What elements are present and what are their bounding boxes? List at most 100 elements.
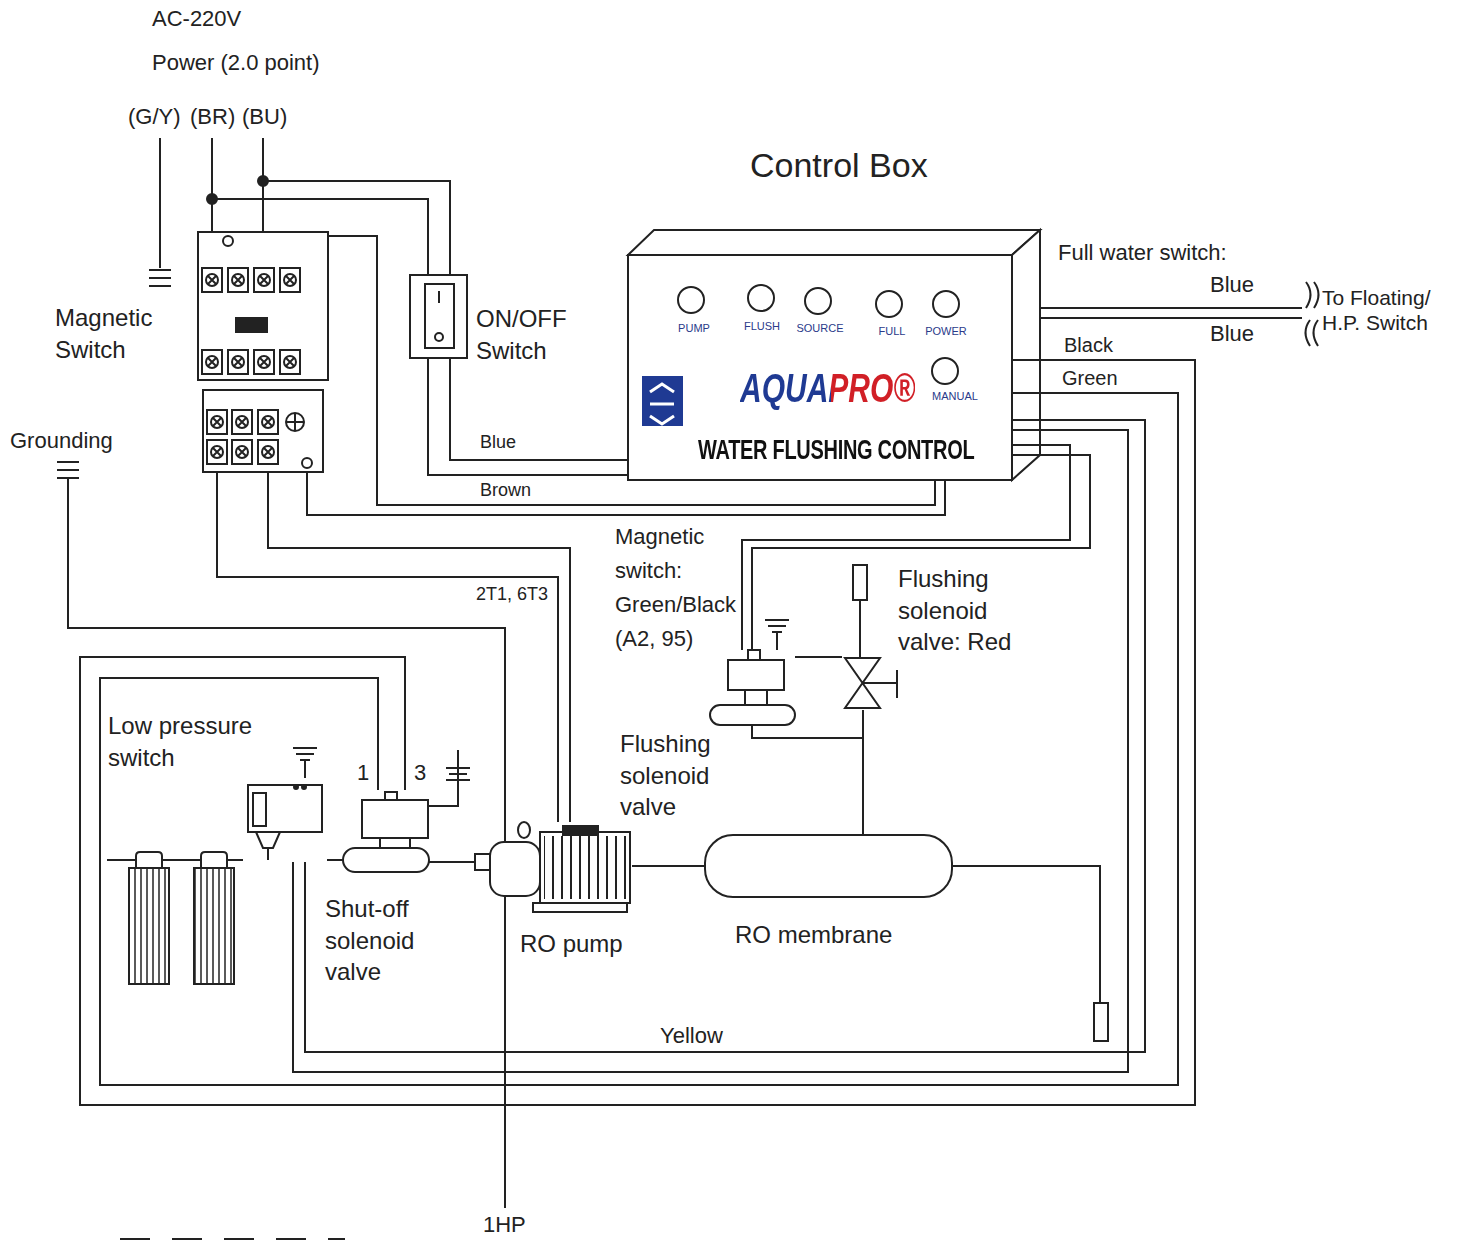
- full-water-switch-wires: [1025, 308, 1302, 318]
- control-box: [650, 384, 674, 424]
- grounding-wire: [68, 478, 505, 1208]
- ro-pump: [563, 826, 598, 835]
- magnetic-switch: [280, 350, 300, 374]
- wire: [212, 199, 428, 275]
- shut-off-valve: [385, 792, 397, 800]
- destination-label: To Floating/ H.P. Switch: [1322, 285, 1456, 335]
- wire-colour: Brown: [478, 481, 533, 501]
- supply-label: AC-220V: [152, 6, 241, 32]
- magnetic-switch: [286, 276, 294, 284]
- part-label: Flushing solenoid valve: Red: [898, 563, 1048, 658]
- low-pressure-switch: [302, 785, 306, 789]
- wire: [752, 455, 1090, 650]
- control-box: [628, 255, 1012, 480]
- high-pressure-switch: [952, 866, 1108, 1041]
- wire: [328, 236, 935, 505]
- magnetic-switch: [302, 458, 312, 468]
- button-label: FLUSH: [744, 320, 780, 333]
- low-pressure-switch: [248, 785, 322, 832]
- control-box: [876, 291, 902, 317]
- pre-filters: [136, 852, 162, 868]
- flushing-solenoid-valve: [745, 690, 767, 705]
- ro-pump: [475, 854, 490, 870]
- magnetic-switch: [254, 268, 274, 292]
- control-box: [748, 285, 774, 311]
- magnetic-switch: [238, 418, 246, 426]
- magnetic-switch: [198, 232, 328, 472]
- power-leads: [211, 138, 213, 199]
- part-label: RO membrane: [735, 919, 892, 951]
- wire: [305, 420, 1145, 1052]
- high-pressure-switch: [1094, 1003, 1108, 1041]
- part-label: Flushing solenoid valve: [620, 728, 732, 823]
- magnetic-switch: [260, 358, 268, 366]
- switch-label: Full water switch:: [1058, 240, 1227, 266]
- magnetic-switch: [262, 416, 274, 428]
- on-off-switch: [425, 284, 454, 348]
- magnetic-switch: [207, 410, 227, 434]
- shut-off-valve: [362, 800, 428, 838]
- magnetic-switch: [260, 276, 268, 284]
- low-pressure-switch: [267, 848, 269, 860]
- magnetic-switch: [236, 446, 248, 458]
- flushing-valve-red: [853, 565, 867, 600]
- on-off-switch: [410, 275, 467, 358]
- switch-symbol: ON/OFF Switch: [410, 275, 467, 358]
- control-box: [932, 358, 958, 384]
- magnetic-switch: [203, 390, 323, 472]
- control-box: Control BoxAQUAPRO®WATER FLUSHING CONTRO…: [628, 255, 1012, 480]
- ro-pump: [533, 903, 627, 912]
- control-box: [642, 376, 683, 426]
- part-label: Low pressure switch: [108, 710, 268, 773]
- magnetic-switch: [232, 356, 244, 368]
- on-off-switch: [410, 275, 467, 358]
- magnetic-switch: [234, 276, 242, 284]
- button-label: PUMP: [678, 322, 710, 335]
- wire-colour: (G/Y): [128, 104, 181, 130]
- shut-off-valve: [446, 767, 470, 769]
- full-water-switch-wires: [1025, 282, 1319, 346]
- magnetic-switch: [238, 448, 246, 456]
- wire: [428, 358, 628, 475]
- flushing-solenoid-valve: [765, 620, 789, 650]
- magnetic-switch: [213, 418, 221, 426]
- grounding-wire: [57, 462, 505, 1208]
- magnetic-switch: [228, 350, 248, 374]
- wire-colour: Blue: [1210, 321, 1254, 347]
- motor-rating: 1HP: [483, 1212, 526, 1238]
- control-box: [628, 230, 1040, 480]
- magnetic-switch: [232, 440, 252, 464]
- pump: RO pump: [475, 822, 632, 912]
- high-pressure-switch: [952, 866, 1100, 1003]
- wire: [268, 472, 570, 822]
- power-leads: [149, 270, 171, 286]
- control-box: [1012, 230, 1040, 480]
- magnetic-switch: [280, 268, 300, 292]
- footer-dashes: [120, 1238, 345, 1240]
- wire-colour: Blue: [1210, 272, 1254, 298]
- shut-off-valve: [343, 848, 429, 872]
- button-label: SOURCE: [796, 322, 843, 335]
- magnetic-switch: [208, 276, 216, 284]
- low-pressure-switch: [294, 785, 298, 789]
- flushing-solenoid-valve: [710, 705, 795, 725]
- low-pressure-switch: [256, 832, 280, 848]
- part-label: RO pump: [520, 928, 623, 960]
- terminal-number: 3: [414, 760, 426, 786]
- wire-colour: (BU): [242, 104, 287, 130]
- wire-colour: Black: [1062, 334, 1115, 356]
- shut-off-valve: [428, 768, 458, 806]
- full-water-switch-wires: [1306, 320, 1319, 346]
- ro-membrane: [705, 835, 952, 897]
- wire: [80, 360, 1195, 1105]
- magnetic-switch: [198, 232, 328, 380]
- magnetic-switch: [286, 413, 304, 431]
- wire: [307, 472, 945, 515]
- on-off-switch: [435, 333, 443, 341]
- magnetic-switch: [234, 358, 242, 366]
- flushing-valve-red: [845, 565, 897, 708]
- magnetic-switch: [211, 416, 223, 428]
